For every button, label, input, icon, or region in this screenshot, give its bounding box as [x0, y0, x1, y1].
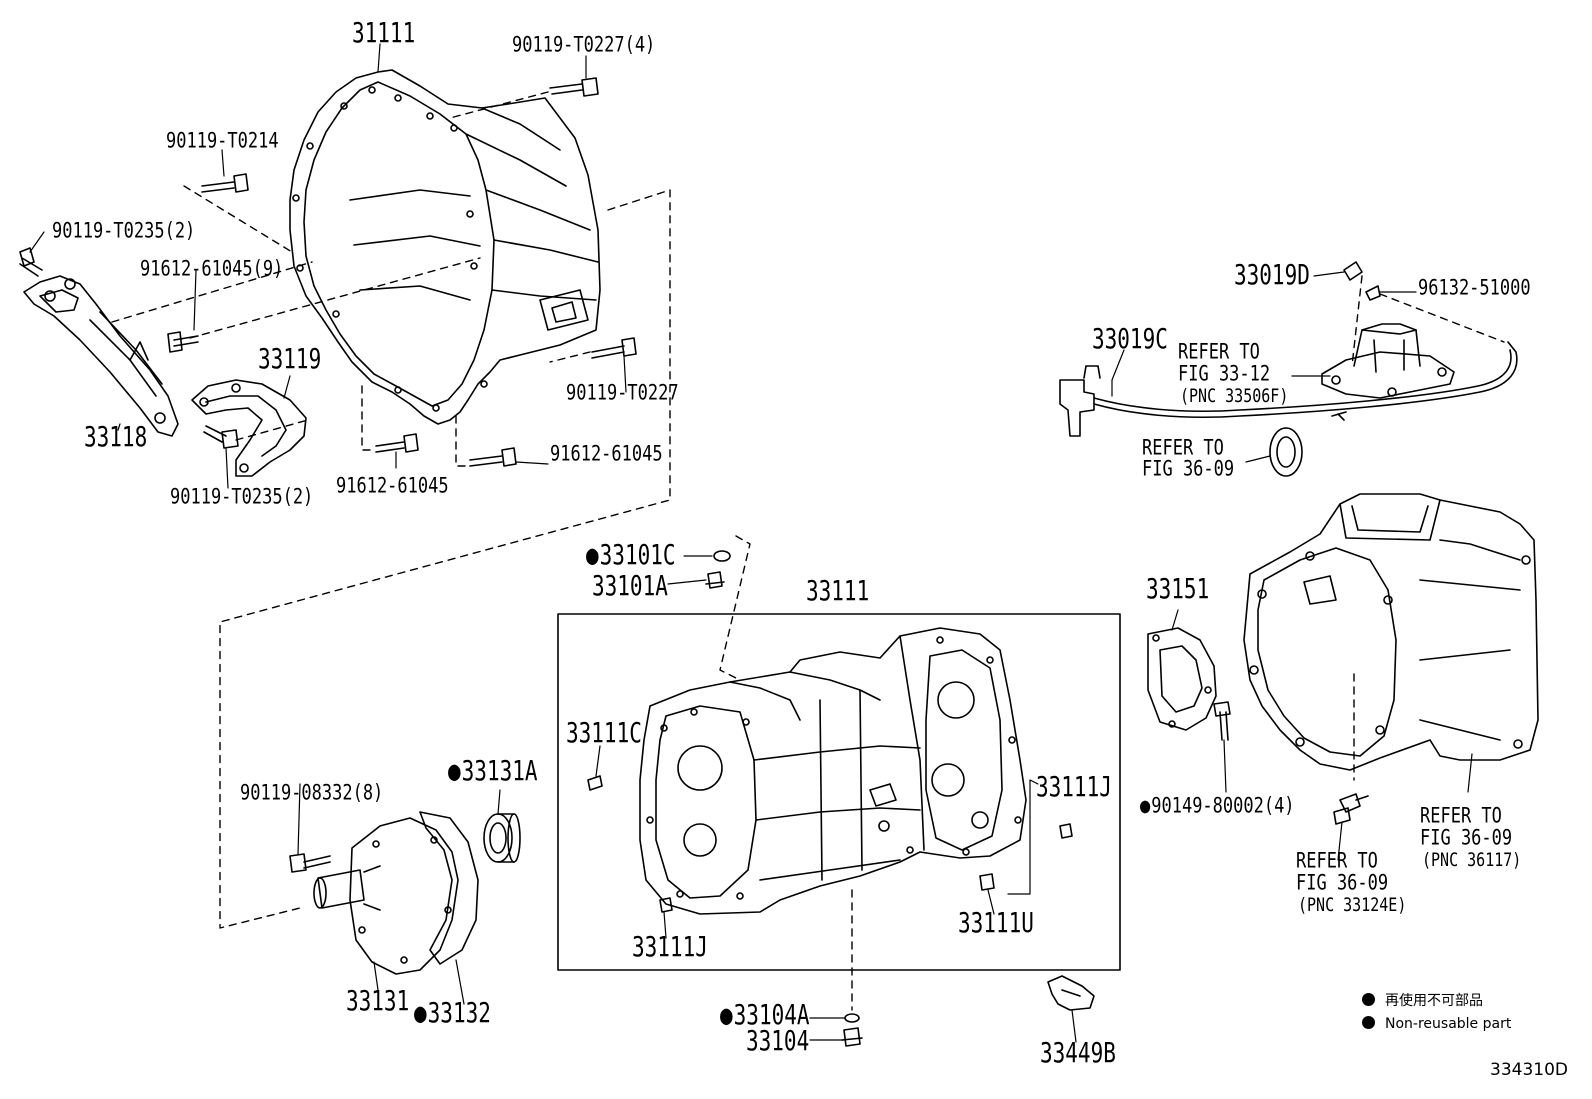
label-pnc-36117: (PNC 36117): [1422, 848, 1522, 871]
legend-dot-icon: [1362, 1016, 1375, 1029]
label-91612-61045-b: 91612-61045: [550, 441, 663, 467]
plugs-33101-drawing: [705, 550, 731, 589]
legend-non-reusable-en: Non-reusable part: [1362, 1016, 1511, 1032]
seal-33131A-drawing: [483, 813, 521, 863]
figure-code: 334310D: [1490, 1060, 1568, 1080]
label-90119-t0214: 90119-T0214: [166, 128, 279, 154]
hose-33019C-drawing: [1059, 341, 1518, 437]
label-33111J-left: 33111J: [632, 931, 708, 963]
case-box: [557, 613, 1121, 971]
label-fig-36-09-b: FIG 36-09: [1420, 825, 1513, 851]
label-case-33111: 33111: [806, 575, 870, 607]
label-pnc-33124E: (PNC 33124E): [1298, 893, 1407, 916]
label-33104A: 33104A: [720, 1001, 810, 1029]
legend-non-reusable-jp: 再使用不可部品: [1362, 990, 1483, 1010]
clamp-drawing: [1047, 975, 1095, 1011]
bolt-08332-drawing: [289, 853, 331, 873]
label-33111J-right: 33111J: [1036, 771, 1112, 803]
label-90119-t0235-2-bottom: 90119-T0235(2): [170, 484, 314, 510]
legend-dot-icon: [1362, 993, 1375, 1006]
label-33131A: 33131A: [448, 757, 538, 785]
label-pnc-33506F: (PNC 33506F): [1180, 384, 1289, 407]
label-33119: 33119: [258, 343, 322, 375]
label-90119-t0227-4: 90119-T0227(4): [512, 32, 656, 58]
bolt-80002-drawing: [1213, 701, 1231, 741]
shift-retainer-drawing: [1321, 261, 1455, 399]
label-fig-36-09-a: FIG 36-09: [1142, 456, 1235, 482]
label-91612-61045-a: 91612-61045: [336, 473, 449, 499]
bracket-33118-drawing: [23, 275, 179, 437]
leader-lines: [29, 43, 1473, 1043]
label-33118: 33118: [84, 421, 148, 453]
label-33132: 33132: [414, 999, 491, 1027]
label-90119-t0227: 90119-T0227: [566, 380, 679, 406]
bracket-33119-drawing: [191, 379, 307, 477]
label-33111U: 33111U: [958, 907, 1034, 939]
rear-cover-drawing: [313, 817, 459, 975]
sensor-drawing: [1333, 793, 1369, 825]
transmission-case-drawing: [639, 627, 1027, 915]
label-96132-51000: 96132-51000: [1418, 275, 1531, 301]
bell-housing-drawing: [289, 69, 601, 425]
dowels-drawing: [587, 775, 1073, 913]
label-33104: 33104: [746, 1025, 810, 1057]
gasket-drawing: [419, 811, 479, 965]
label-33101A: 33101A: [592, 570, 668, 602]
label-91612-61045-9: 91612-61045(9): [140, 256, 284, 282]
label-refer-to-1: REFER TO: [1178, 339, 1260, 365]
label-refer-to-3: REFER TO: [1420, 803, 1502, 829]
extension-housing-drawing: [1243, 493, 1539, 771]
label-33151: 33151: [1146, 573, 1210, 605]
label-fig-33-12: FIG 33-12: [1178, 361, 1271, 387]
label-31111: 31111: [352, 17, 416, 49]
label-33019C: 33019C: [1092, 323, 1168, 355]
label-fig-36-09-c: FIG 36-09: [1296, 870, 1389, 896]
label-refer-to-4: REFER TO: [1296, 848, 1378, 874]
label-33019D: 33019D: [1234, 259, 1310, 291]
dashed-leaders-retainer: [1351, 275, 1505, 367]
label-33101C: 33101C: [586, 541, 676, 569]
label-33449B: 33449B: [1040, 1037, 1116, 1069]
oil-seal-33151-drawing: [1147, 627, 1217, 731]
dashed-leaders-top: [111, 91, 671, 929]
label-33131: 33131: [346, 985, 410, 1017]
clip-drawing: [1269, 427, 1303, 477]
label-90119-08332-8: 90119-08332(8): [240, 780, 384, 806]
dashed-leaders-case: [719, 535, 853, 1011]
label-33111C: 33111C: [566, 717, 642, 749]
label-90119-t0235-2-top: 90119-T0235(2): [52, 218, 196, 244]
label-90149-80002-4: 90149-80002(4): [1140, 795, 1294, 817]
bolts-bell-housing: [19, 77, 637, 467]
label-refer-to-2: REFER TO: [1142, 435, 1224, 461]
drain-plug-drawing: [841, 1013, 863, 1047]
